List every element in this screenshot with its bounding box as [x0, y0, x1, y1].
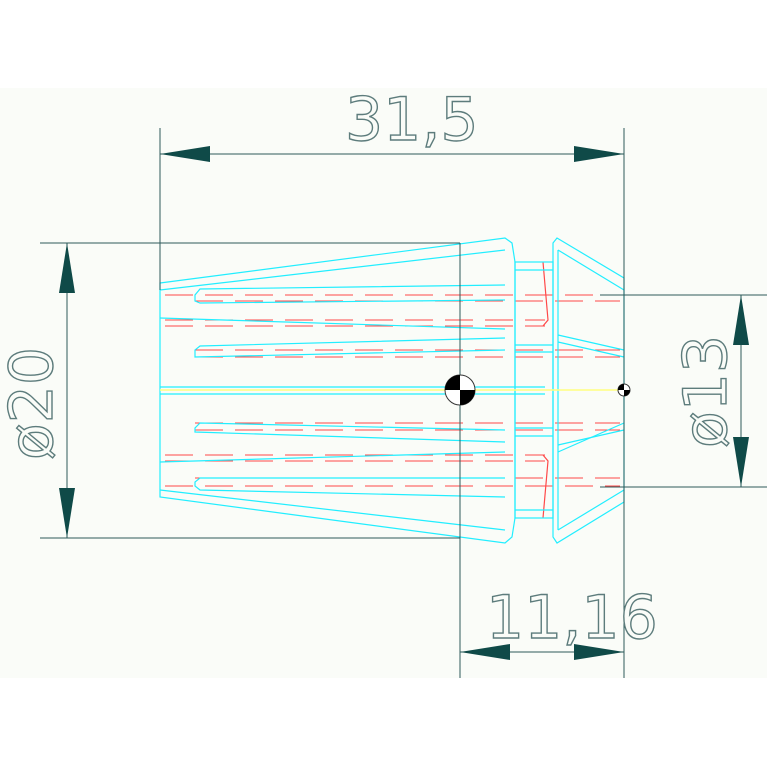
- collet-outline: [159, 237, 625, 544]
- center-mark-large: [444, 374, 476, 406]
- center-mark-small: [617, 383, 631, 397]
- dimension-lines: [40, 128, 767, 678]
- dim-head-length: 11,16: [486, 583, 658, 653]
- dim-overall-length: 31,5: [345, 85, 479, 155]
- dim-outer-diameter: ø20: [0, 347, 67, 460]
- dim-head-diameter: ø13: [671, 335, 741, 448]
- drawing-area: [0, 88, 767, 678]
